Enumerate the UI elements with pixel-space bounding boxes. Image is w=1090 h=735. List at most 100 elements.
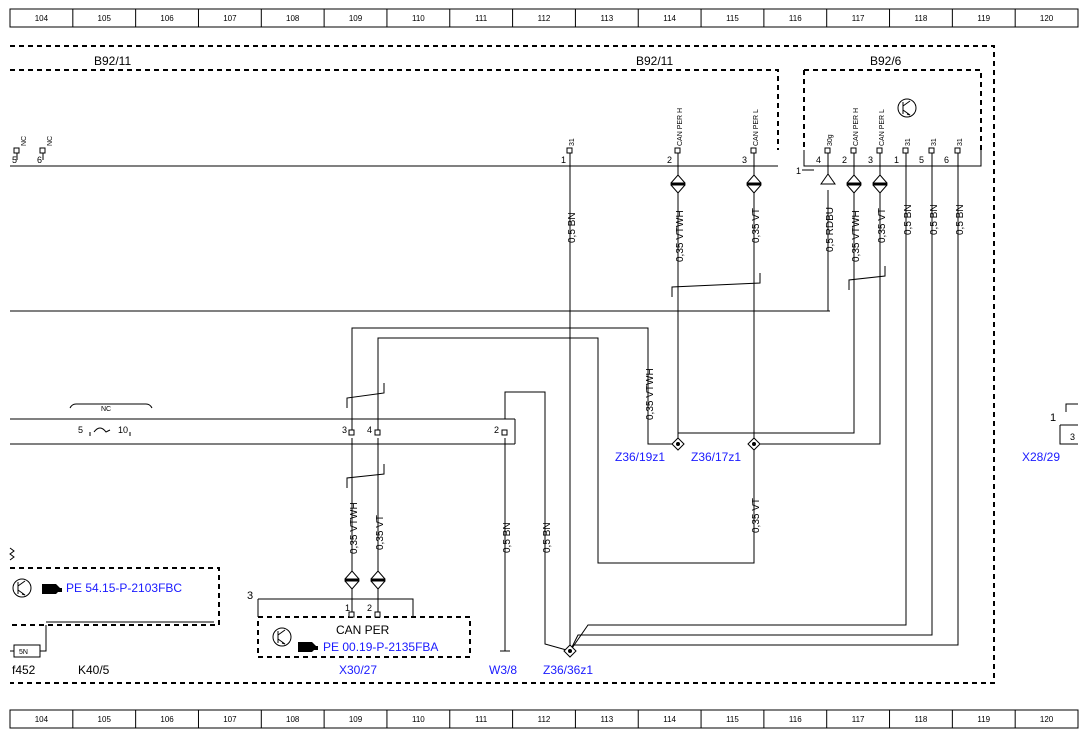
ruler-column-label: 107 [223,715,237,724]
pin-func-31: 31 [569,138,576,146]
top-ruler [9,8,1079,28]
label-b92-11-left: B92/11 [94,54,131,68]
ruler-column-label: 107 [223,14,237,23]
ruler-column-label: 120 [1040,14,1054,23]
wires [10,150,959,652]
wire-label: 0,5 BN [502,522,513,553]
wire-label: 0,35 VTWH [675,210,686,262]
pin-number: 3 [1070,432,1075,442]
pin-number: 4 [816,155,821,165]
wire-label: 0,35 VT [877,208,888,243]
pin-number: 2 [494,425,499,435]
label-f452: f452 [12,663,36,677]
wire-label: 0,35 VT [751,208,762,243]
pin-number: 3 [742,155,747,165]
ruler-column-label: 105 [98,14,112,23]
pin-number: 4 [367,425,372,435]
wire-label: 0,5 BN [955,204,966,235]
wire-label: 0,35 VT [375,515,386,550]
wire-label: 0,5 RDBU [825,207,836,252]
ruler-column-label: 117 [852,715,865,724]
wire-label: 0,5 BN [929,204,940,235]
ruler-column-label: 110 [412,14,425,23]
outer-dashed-frame [10,45,995,684]
pin-number: 3 [247,590,253,602]
pin-number: 6 [37,155,42,165]
ruler-column-label: 119 [977,14,990,23]
label-x30-27: X30/27 [339,663,377,677]
junction-nodes [563,437,761,658]
ruler-column-label: 112 [538,715,551,724]
ruler-column-label: 109 [349,14,363,23]
pin-number: 1 [894,155,899,165]
pin-number: 10 [118,425,128,435]
label-b92-11-right: B92/11 [636,54,673,68]
label-z36-17z1: Z36/17z1 [691,450,741,464]
pin-func-nc: NC [21,136,28,146]
pin-func-nc: NC [47,136,54,146]
ruler-column-label: 116 [789,14,802,23]
wire-label: 0,5 BN [542,522,553,553]
wire-labels: 0,5 BN 0,35 VTWH 0,35 VT 0,5 RDBU 0,35 V… [349,204,966,554]
ruler-column-label: 120 [1040,715,1054,724]
transistor-icon [12,578,32,598]
transistor-icon [897,98,917,118]
pin-func-can-l: CAN PER L [753,109,760,146]
pin-number: 1 [345,603,350,613]
ruler-column-label: 113 [600,715,613,724]
fuse-rating: 5N [19,649,28,656]
label-z36-36z1: Z36/36z1 [543,663,593,677]
fuse-f452 [13,644,41,658]
pin-number: 2 [367,603,372,613]
reference-link-pe-54[interactable]: PE 54.15-P-2103FBC [66,581,182,595]
ruler-column-label: 117 [852,14,865,23]
ruler-column-label: 110 [412,715,425,724]
ruler-column-label: 118 [915,715,928,724]
label-k40-5: K40/5 [78,663,110,677]
pointing-hand-icon[interactable] [42,584,62,594]
pin-number: 3 [342,425,347,435]
pin-sockets [13,147,961,618]
ruler-column-label: 112 [538,14,551,23]
pointing-hand-icon[interactable] [298,642,318,652]
pin-func-can-h: CAN PER H [677,108,684,146]
pin-number: 1 [561,155,566,165]
pin-func-31: 31 [931,138,938,146]
pin-func-31: 31 [957,138,964,146]
pin-function-labels: NC NC 31 CAN PER H CAN PER L 30g CAN PER… [21,108,964,413]
ruler-column-label: 109 [349,715,363,724]
ruler-column-label: 106 [160,14,174,23]
pin-number: 2 [842,155,847,165]
pin-number: 5 [12,155,17,165]
pin-number: 5 [919,155,924,165]
label-x28-29: X28/29 [1022,450,1060,464]
ruler-column-label: 104 [35,715,49,724]
pin-func-can-h: CAN PER H [853,108,860,146]
ruler-column-label: 114 [663,14,676,23]
ruler-column-label: 116 [789,715,802,724]
ruler-column-label: 114 [663,715,676,724]
pin-number: 6 [944,155,949,165]
pin-number: 1 [1050,412,1056,424]
ruler-column-label: 119 [977,715,990,724]
transistor-icon [272,627,292,647]
ruler-column-label: 115 [726,14,739,23]
ruler-column-label: 111 [475,715,488,724]
can-connector-arrows [343,173,889,590]
ruler-column-label: 106 [160,715,174,724]
wire-label: 0,35 VTWH [645,368,656,420]
pin-number: 2 [667,155,672,165]
ruler-column-label: 105 [98,715,112,724]
label-b92-6: B92/6 [870,54,902,68]
wire-label: 0,5 BN [567,212,578,243]
k40-internal-switch [89,427,131,436]
bottom-ruler [9,709,1079,729]
pin-number: 1 [796,166,801,176]
pin-func-31: 31 [905,138,912,146]
wire-label: 0,35 VT [751,498,762,533]
ground-zigzag-icon [9,547,15,561]
label-can-per: CAN PER [336,623,390,637]
reference-link-pe-00[interactable]: PE 00.19-P-2135FBA [323,640,438,654]
ruler-column-label: 118 [915,14,928,23]
